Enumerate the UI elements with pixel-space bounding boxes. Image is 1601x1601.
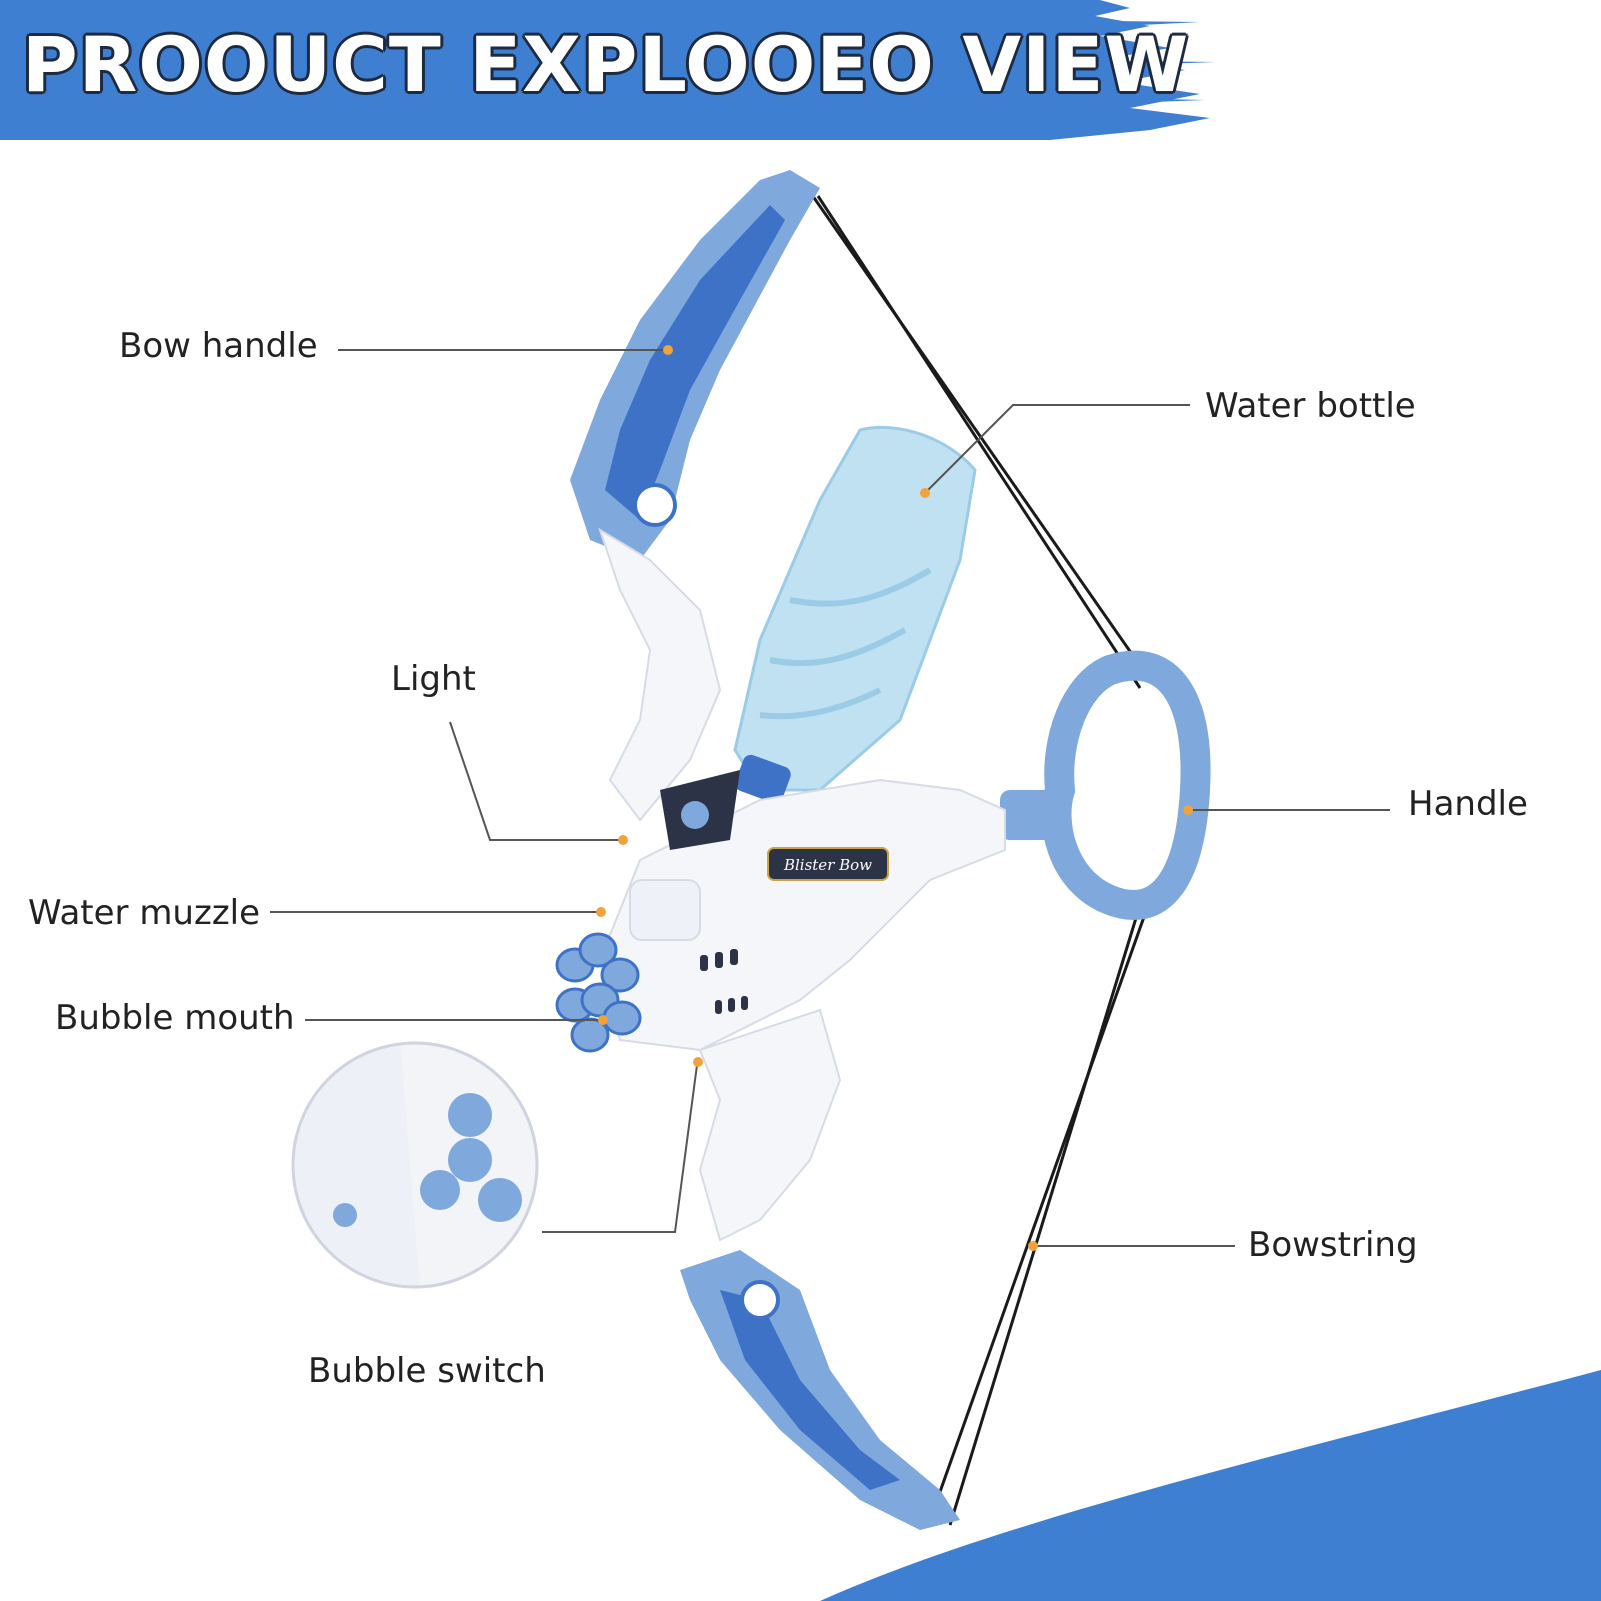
label-bowstring: Bowstring	[1248, 1225, 1418, 1265]
label-bow-handle: Bow handle	[119, 326, 318, 366]
lower-limb	[680, 1250, 960, 1530]
label-handle: Handle	[1408, 784, 1528, 824]
label-water-muzzle: Water muzzle	[28, 893, 261, 933]
page-title: PROOUCT EXPLOOEO VIEW	[22, 20, 1190, 109]
label-water-bottle: Water bottle	[1205, 386, 1416, 426]
label-light: Light	[391, 659, 476, 699]
callout-dots	[596, 345, 1193, 1251]
water-bottle	[733, 425, 977, 804]
callout-leaders	[270, 349, 1390, 1247]
label-bubble-mouth: Bubble mouth	[55, 998, 295, 1038]
grip-ring	[1000, 650, 1211, 920]
blaster-body: Blister Bow	[598, 770, 1006, 1242]
bubble-switch-inset	[291, 1041, 539, 1289]
title-banner	[0, 0, 1215, 140]
label-bubble-switch: Bubble switch	[308, 1351, 546, 1391]
bowstring-lines	[808, 191, 1152, 1526]
badge-text: Blister Bow	[783, 856, 872, 874]
upper-limb	[570, 170, 820, 822]
corner-swoosh	[820, 1370, 1601, 1601]
bubble-barrels	[555, 932, 642, 1053]
